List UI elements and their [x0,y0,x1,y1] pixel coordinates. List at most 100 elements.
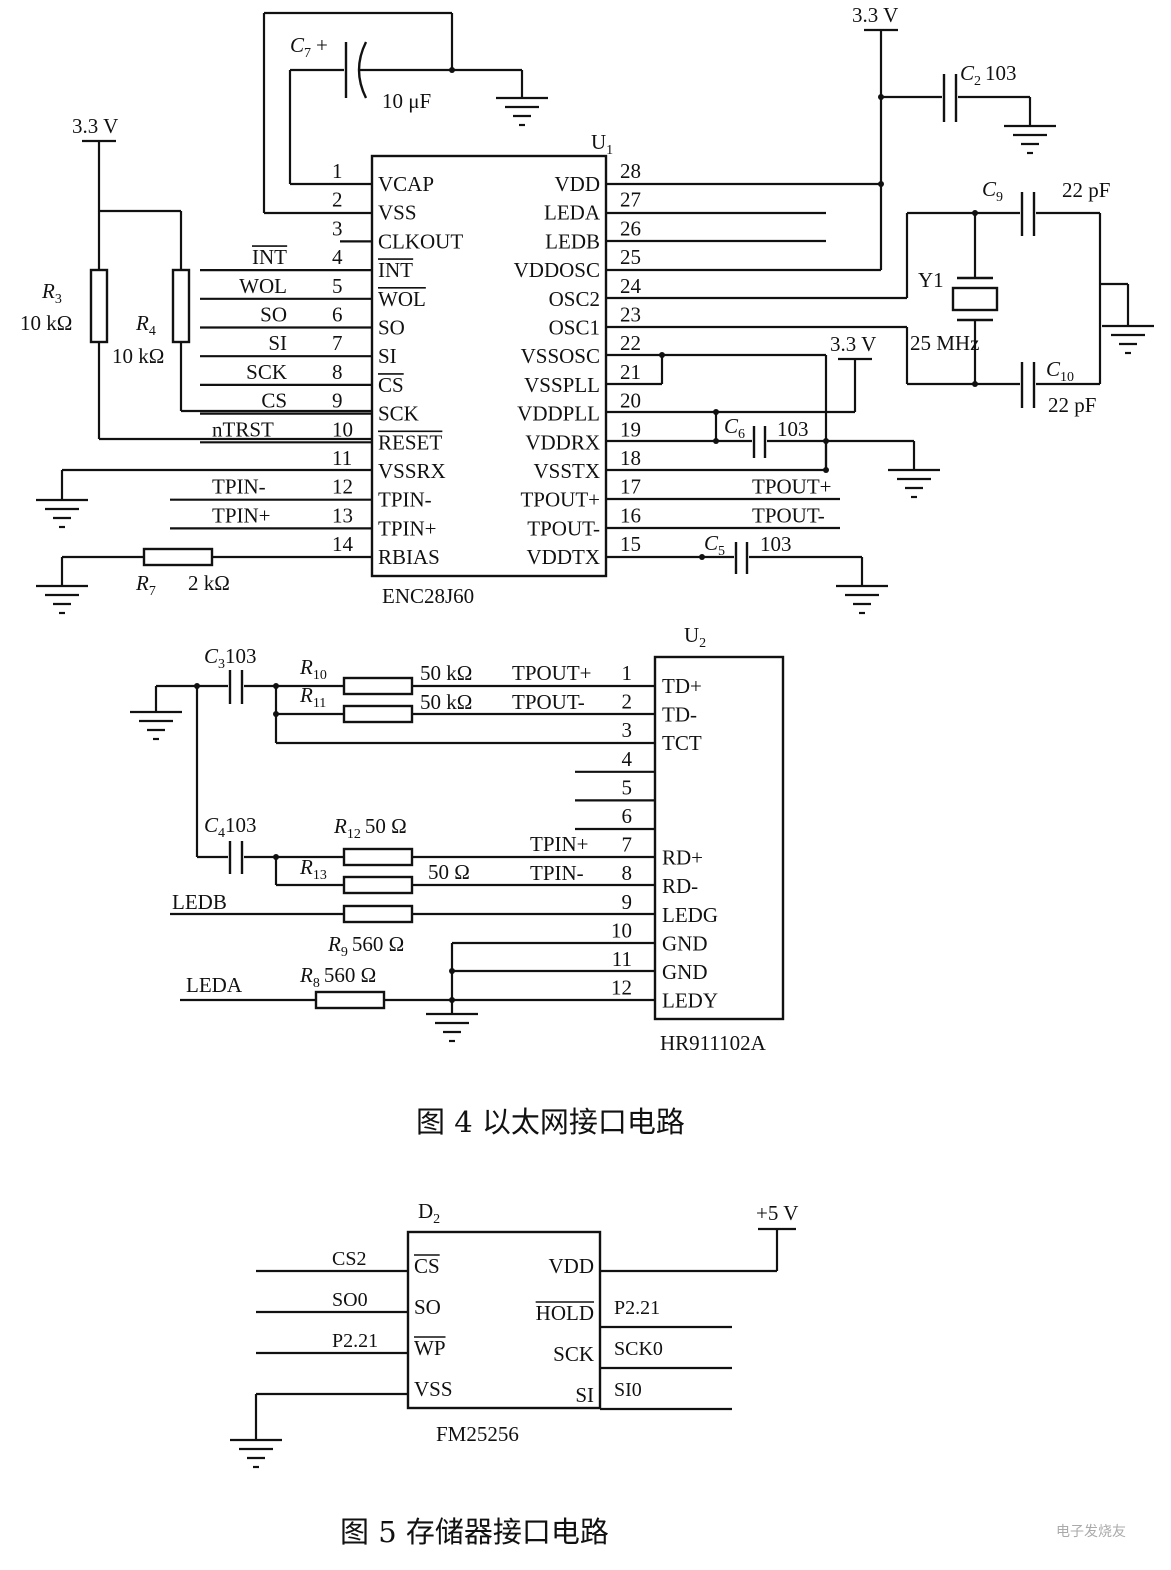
u1-net-13: TPIN+ [212,503,271,527]
d2-ref: D2 [418,1199,440,1227]
r3-resistor [89,268,109,344]
u2-pin-number-1: 1 [622,661,633,685]
supply-3v3-top: 3.3 V [852,3,898,27]
u2-pin-number-12: 12 [611,976,632,1000]
u1-pin-name-20: VDDPLL [517,402,600,426]
r10-value: 50 kΩ [420,661,472,685]
u1-net-6: SO [260,303,287,327]
d2-right-pin-2: HOLD [536,1301,594,1325]
r4-resistor [171,268,191,344]
u1-pin-name-12: TPIN- [378,488,432,512]
u1-net-4: INT [252,245,287,269]
figure-5-caption: 图 5 存储器接口电路 [340,1515,609,1549]
u1-pin-number-20: 20 [620,389,641,413]
ground-icon [36,498,88,529]
u2-pin-number-8: 8 [622,861,633,885]
u1-pin-name-26: LEDB [545,229,600,253]
c9-ref: C9 [982,177,1003,205]
u1-pin-number-19: 19 [620,417,641,441]
u1-pin-number-24: 24 [620,274,642,298]
u1-pin-name-28: VDD [555,172,601,196]
u1-pin-number-28: 28 [620,159,641,183]
d2-net-left-2: SO0 [332,1289,368,1311]
supply-3v3-left: 3.3 V [72,114,118,138]
c7-value: 10 μF [382,89,431,113]
u1-pin-number-26: 26 [620,216,641,240]
crystal-oscillator: C9 22 pF Y1 25 MHz C10 22 pF [606,177,1130,417]
u1-pin-number-27: 27 [620,188,641,212]
d2-part: FM25256 [436,1422,519,1446]
u2-pin-number-7: 7 [622,833,633,857]
u1-body [370,154,608,578]
u1-net-12: TPIN- [212,475,266,499]
supply-5v: +5 V [756,1201,798,1225]
u1-pin-name-8: CS [378,373,404,397]
u2-pin-name-3: TCT [662,731,702,755]
c6-ref: C6 [724,414,745,442]
c7-capacitor: C7+ 10 μF [262,11,524,215]
d2-left-pin-3: WP [414,1336,446,1360]
r3-value: 10 kΩ [20,311,72,335]
u2-pin-number-3: 3 [622,718,633,742]
c7-ref: C7+ [290,33,328,61]
r11-resistor [342,704,414,724]
u1-enc28j60: U1 ENC28J60 1VCAP2VSS3CLKOUT4INTINT5WOLW… [170,130,832,608]
u1-pin-number-15: 15 [620,532,641,556]
u1-pin-number-12: 12 [332,475,353,499]
c5-ref: C5 [704,531,725,559]
net-tpin-plus: TPIN+ [530,832,589,856]
u1-pin-number-14: 14 [332,532,354,556]
c5-value: 103 [760,532,792,556]
u1-pin-name-13: TPIN+ [378,516,437,540]
u1-pin-number-16: 16 [620,503,641,527]
u1-pin-number-18: 18 [620,446,641,470]
u1-pin-number-5: 5 [332,274,343,298]
ground-icon [36,584,88,615]
c3-ref: C3103 [204,644,257,672]
d2-net-left-3: P2.21 [332,1330,378,1352]
u1-pin-name-9: SCK [378,402,419,426]
u1-net-10: nTRST [212,417,274,441]
c6-value: 103 [777,417,809,441]
ground-icon [130,710,182,741]
u1-pin-number-8: 8 [332,360,343,384]
u1-pin-name-10: RESET [378,430,442,454]
u1-pin-name-23: OSC1 [549,316,600,340]
u1-pin-number-25: 25 [620,245,641,269]
d2-net-right-3: SCK0 [614,1338,663,1360]
r13-value: 50 Ω [428,860,470,884]
u1-pin-name-6: SO [378,316,405,340]
r13-ref: R13 [299,855,327,883]
u2-pin-number-11: 11 [612,947,632,971]
r12-resistor [342,847,414,867]
u1-pin-number-23: 23 [620,303,641,327]
d2-left-pin-2: SO [414,1295,441,1319]
u2-pin-name-10: GND [662,931,708,955]
d2-right-pin-1: VDD [549,1254,595,1278]
net-tpout-minus: TPOUT- [512,690,585,714]
u1-pin-number-13: 13 [332,503,353,527]
u1-pin-name-21: VSSPLL [524,373,600,397]
y1-value: 25 MHz [910,331,979,355]
u1-pin-number-9: 9 [332,389,343,413]
u2-body [653,655,785,1021]
u2-part: HR911102A [660,1031,767,1055]
net-leda: LEDA [186,973,243,997]
u2-pin-number-5: 5 [622,775,633,799]
u2-pin-name-9: LEDG [662,903,718,927]
u1-net-16: TPOUT- [752,503,825,527]
u2-pin-number-4: 4 [622,747,633,771]
supply-3v3-mid: 3.3 V [830,332,876,356]
r10-resistor [342,676,414,696]
u2-pin-name-12: LEDY [662,989,718,1013]
u2-pin-name-7: RD+ [662,846,703,870]
u1-pin-name-11: VSSRX [378,459,446,483]
u1-pin-number-21: 21 [620,360,641,384]
d2-left-pin-1: CS [414,1254,440,1278]
u1-pin-name-7: SI [378,344,397,368]
u1-pin-name-17: TPOUT+ [520,488,600,512]
u1-pin-name-5: WOL [378,287,426,311]
r8-resistor [314,990,386,1010]
pullup-network: 3.3 V R3 10 kΩ R4 10 kΩ [20,114,372,441]
